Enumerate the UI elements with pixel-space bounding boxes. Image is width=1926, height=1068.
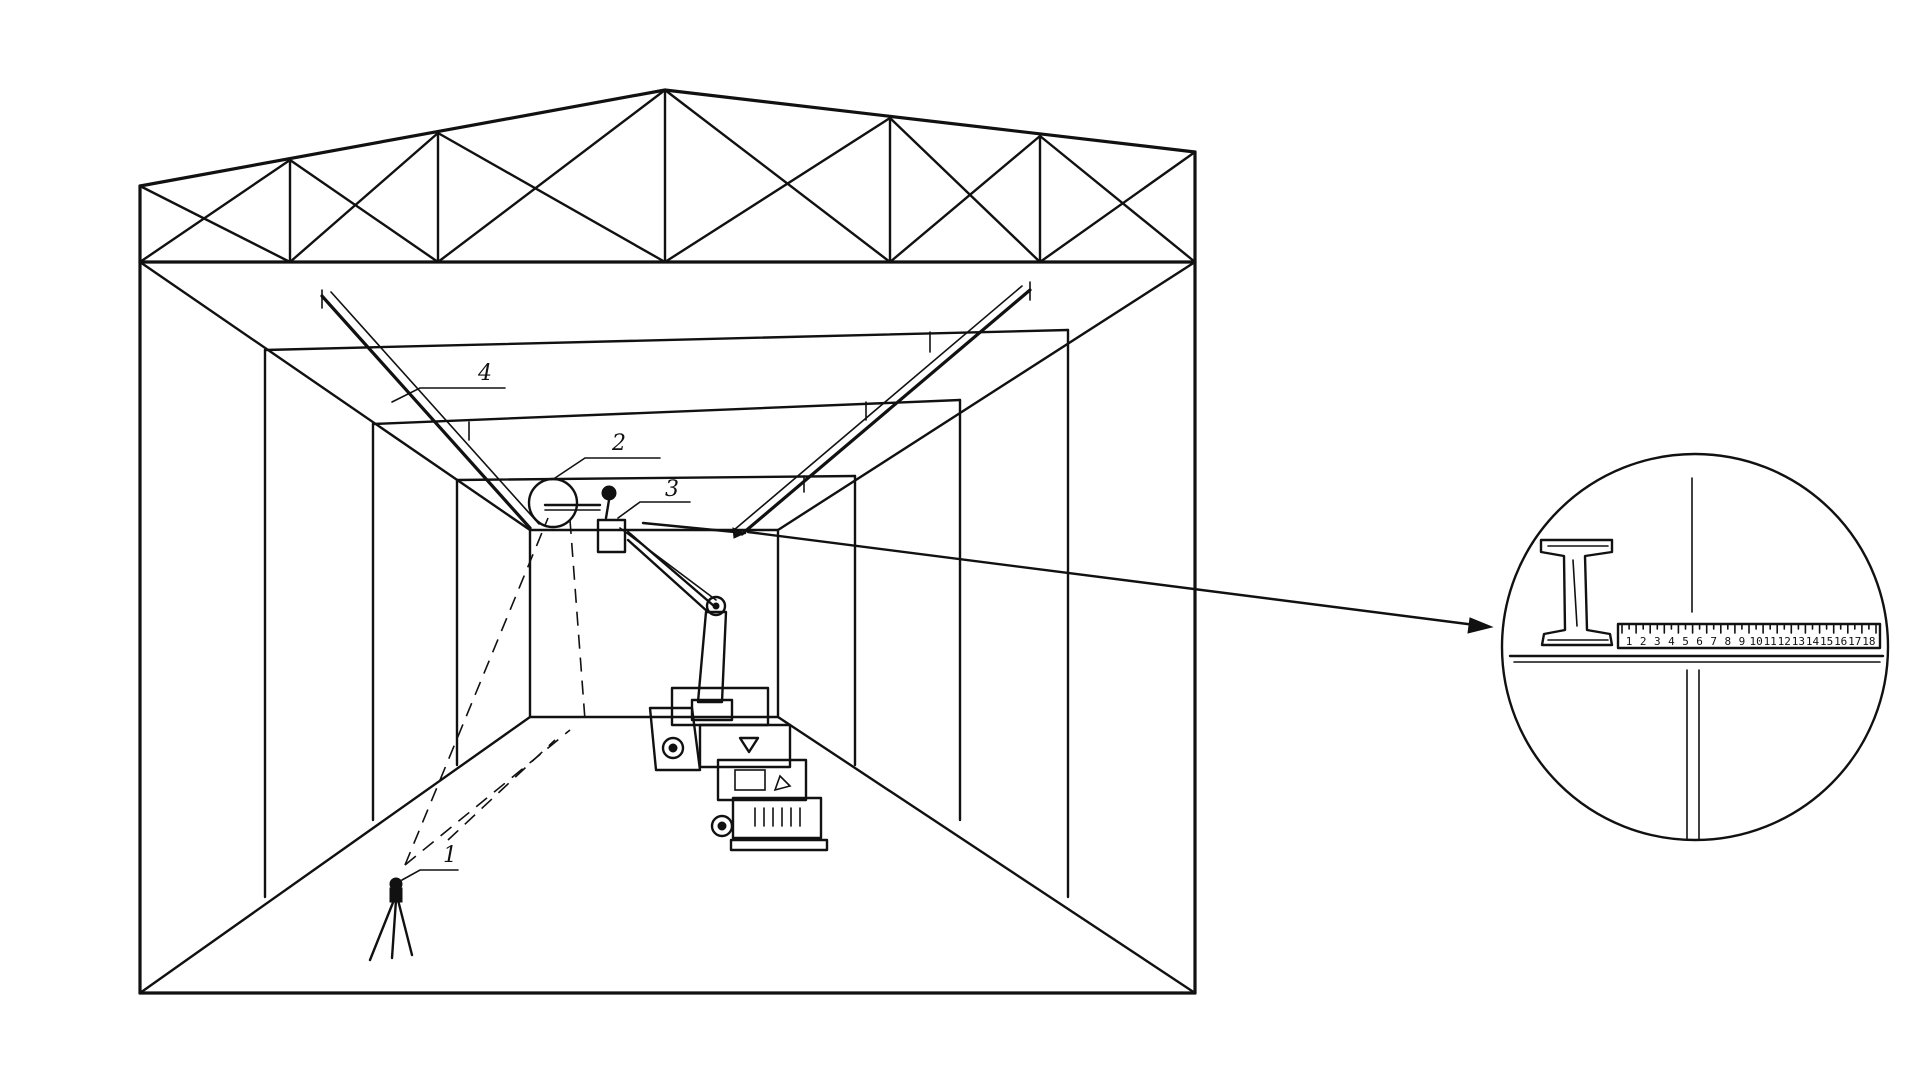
scale-number: 14 xyxy=(1806,635,1820,648)
sight-lines xyxy=(404,517,586,866)
scale-number: 8 xyxy=(1724,635,1731,648)
scale-number: 15 xyxy=(1820,635,1833,648)
scale-number: 12 xyxy=(1778,635,1791,648)
i-beam-section xyxy=(1539,538,1614,647)
scale-number: 9 xyxy=(1739,635,1746,648)
workshop-hall xyxy=(138,260,1197,995)
callouts: 4 2 3 1 xyxy=(391,361,691,881)
scale-number: 18 xyxy=(1862,635,1875,648)
scale-number: 11 xyxy=(1764,635,1777,648)
scale-ticks xyxy=(1621,623,1877,634)
crane-rails xyxy=(320,281,1032,536)
scale-number: 2 xyxy=(1640,635,1647,648)
theodolite-tripod xyxy=(368,877,414,962)
scale-number: 10 xyxy=(1749,635,1762,648)
scale-number: 16 xyxy=(1834,635,1847,648)
target-area xyxy=(527,477,747,554)
lift-platform xyxy=(596,518,627,554)
detail-arrow xyxy=(746,530,1494,634)
label-theodolite: 1 xyxy=(443,843,457,868)
label-lift-platform: 3 xyxy=(665,477,679,502)
scale-number: 5 xyxy=(1682,635,1689,648)
scale-number: 17 xyxy=(1848,635,1861,648)
scale-number: 3 xyxy=(1654,635,1661,648)
target-circle xyxy=(527,477,579,529)
label-crane-rail: 4 xyxy=(477,361,492,386)
label-target-circle: 2 xyxy=(611,431,626,456)
crane-truck xyxy=(619,527,829,852)
scale-number: 4 xyxy=(1668,635,1675,648)
scale-number: 13 xyxy=(1792,635,1805,648)
scale-number: 1 xyxy=(1626,635,1633,648)
scale-number: 7 xyxy=(1710,635,1717,648)
scale-number: 6 xyxy=(1696,635,1703,648)
roof-truss xyxy=(138,88,1197,264)
